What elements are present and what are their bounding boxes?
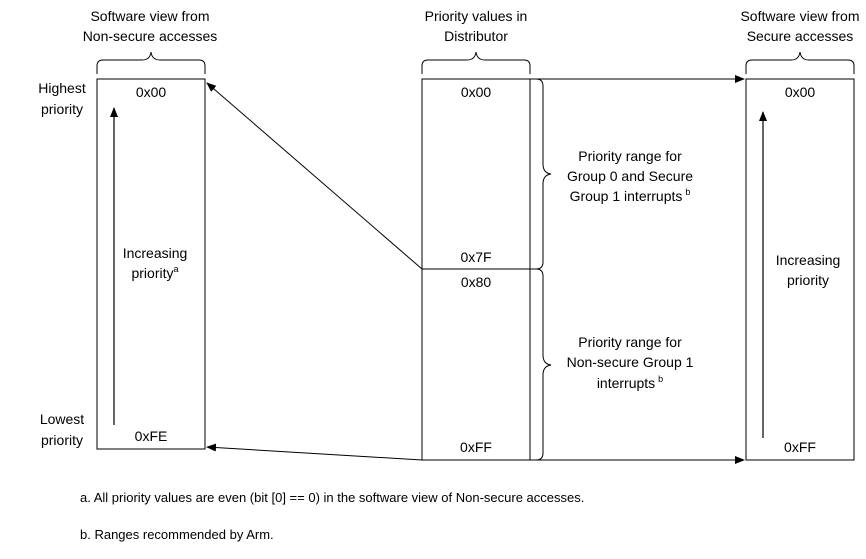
group0-range-label-line1: Priority range for [578, 148, 682, 164]
footnote-a: a. All priority values are even (bit [0]… [80, 490, 584, 505]
highest-priority-label-line1: Highest [38, 80, 86, 96]
nonsecure-view-box [96, 78, 206, 450]
lowest-priority-label-line2: priority [41, 432, 83, 448]
secure-arrow-label-line2: priority [787, 272, 829, 288]
distributor-mid-lower-value: 0x80 [461, 274, 492, 290]
secure-view-box [745, 78, 855, 461]
nonsecure-group1-range-brace [530, 268, 552, 461]
secure-top-brace [745, 51, 855, 74]
secure-arrow-label-line1: Increasing [776, 252, 841, 268]
nonsecure-arrow-label-line2: prioritya [131, 264, 178, 281]
footnote-b-marker-2: b [658, 374, 663, 384]
dist-0xff-to-nonsecure-0xfe-arrow [206, 443, 423, 461]
distributor-title-line2: Distributor [444, 28, 508, 44]
secure-bottom-value: 0xFF [784, 439, 816, 455]
group0-range-label-line2: Group 0 and Secure [567, 168, 693, 184]
secure-top-value: 0x00 [785, 84, 816, 100]
nonsecure-title-line2: Non-secure accesses [83, 28, 218, 44]
secure-title-line2: Secure accesses [747, 28, 854, 44]
distributor-top-brace [421, 51, 531, 74]
secure-title-line1: Software view from [740, 8, 859, 24]
distributor-title-line1: Priority values in [425, 8, 528, 24]
distributor-mid-upper-value: 0x7F [460, 249, 491, 265]
group0-range-brace [530, 78, 552, 270]
nonsecure-bottom-value: 0xFE [135, 428, 168, 444]
nonsecure-top-value: 0x00 [136, 84, 167, 100]
nonsecure-title-line1: Software view from [90, 8, 209, 24]
footnote-b-marker: b [685, 187, 690, 197]
nonsecure-group1-range-label-line2: Non-secure Group 1 [567, 354, 694, 370]
dist-0x7f-to-nonsecure-0x00-arrow [206, 82, 423, 270]
nonsecure-arrow-label-text: priority [131, 265, 173, 281]
footnote-b: b. Ranges recommended by Arm. [80, 527, 274, 542]
distributor-top-value: 0x00 [461, 84, 492, 100]
highest-priority-label-line2: priority [41, 101, 83, 117]
group0-range-label-text: Group 1 interrupts [570, 188, 683, 204]
nonsecure-group1-range-label-text: interrupts [597, 375, 655, 391]
nonsecure-group1-range-label-line1: Priority range for [578, 334, 682, 350]
nonsecure-arrow-label-line1: Increasing [123, 245, 188, 261]
footnote-a-marker: a [174, 264, 179, 274]
distributor-bottom-value: 0xFF [460, 439, 492, 455]
lowest-priority-label-line1: Lowest [40, 411, 84, 427]
nonsecure-top-brace [96, 51, 206, 74]
